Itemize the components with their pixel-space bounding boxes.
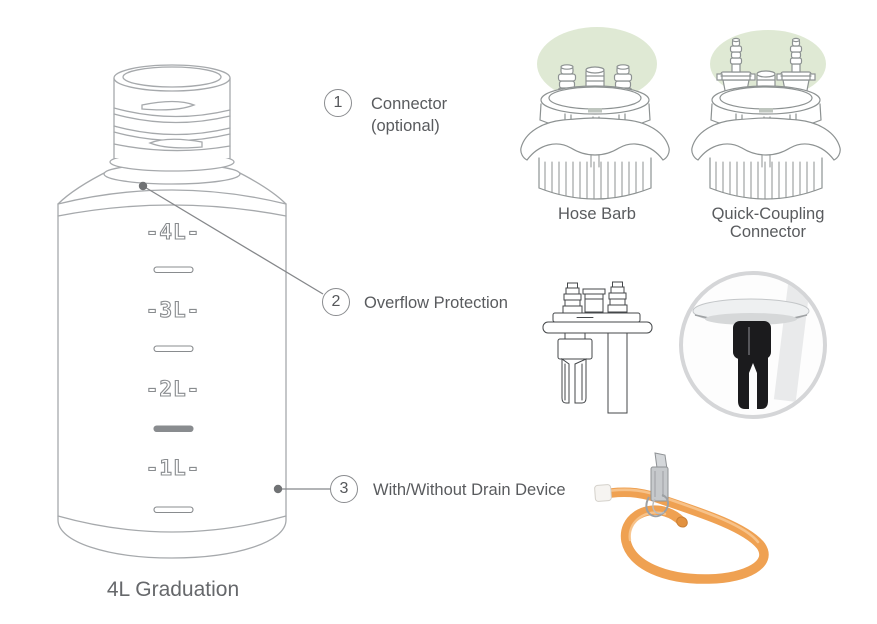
graduation-2l: -2L- [146, 377, 201, 401]
drain-tube-photo [594, 452, 769, 584]
quick-coupling-cap-icon [691, 30, 841, 200]
tube-clamp [645, 452, 669, 518]
callout-1-title: Connector [371, 95, 448, 113]
callout-1-label: Connector (optional) [371, 93, 447, 137]
callout-2-number: 2 [322, 288, 350, 316]
callout-1-subtitle: (optional) [371, 117, 440, 135]
graduation-1l: -1L- [146, 456, 201, 480]
bottle-caption: 4L Graduation [106, 578, 240, 601]
callout-2-digit: 2 [331, 293, 341, 310]
quick-coupling-label-line2: Connector [729, 222, 807, 241]
callout-1-number: 1 [324, 89, 352, 117]
callout-2-title: Overflow Protection [364, 294, 508, 312]
quick-coupling-label-line1: Quick-Coupling [711, 205, 825, 223]
callout-3-digit: 3 [339, 480, 349, 497]
callout-3-label: With/Without Drain Device [373, 479, 566, 501]
hose-barb-label-line1: Hose Barb [558, 205, 636, 223]
hose-barb-label: Hose Barb [512, 205, 682, 224]
callout-3-title: With/Without Drain Device [373, 481, 566, 499]
bottle-illustration: -4L- -3L- -2L- -1L- [57, 64, 287, 559]
callout-3-number: 3 [330, 475, 358, 503]
callout-1-digit: 1 [333, 94, 343, 111]
callout-2-label: Overflow Protection [364, 292, 508, 314]
overflow-float-photo-content [692, 282, 811, 409]
graduation-4l: -4L- [146, 220, 201, 244]
overflow-protection-photo [679, 271, 827, 419]
quick-coupling-label: Quick-Coupling Connector [683, 205, 853, 241]
overflow-protection-drawing [542, 281, 653, 414]
tube-connector-tip [594, 484, 612, 502]
graduation-3l: -3L- [146, 298, 201, 322]
hose-barb-cap-icon [520, 27, 670, 200]
